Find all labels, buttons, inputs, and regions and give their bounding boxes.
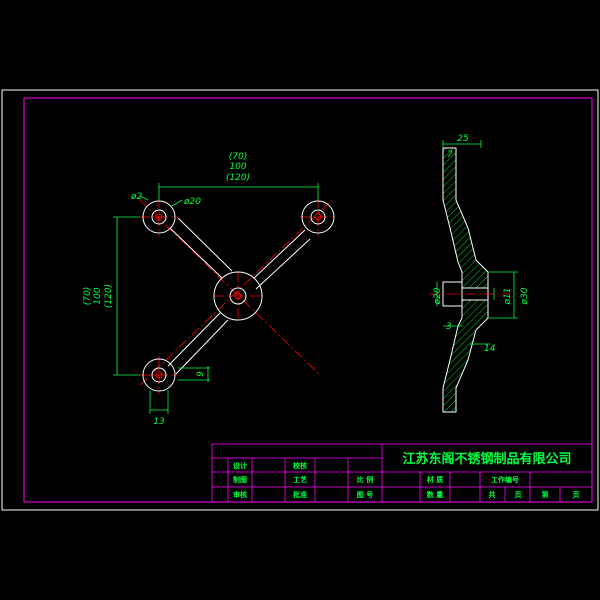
dim-vertical-line1: (70) [83,287,93,305]
spider-arms [167,217,311,375]
dim-bore: ø20 [433,287,443,305]
tb-r2-c7: 材 质 [426,475,443,484]
tb-r2-c5: 比 例 [357,475,373,484]
tb-r3-c1: 审核 [233,490,247,499]
dim-horizontal-line2: 100 [229,162,246,172]
tb-r3-c9: 共 [489,490,496,499]
tb-r3-c11: 第 [542,490,549,499]
front-view: (70) 100 (120) (70) 100 (120) ø2 ø20 9 1… [83,152,336,427]
dim-vertical-line3: (120) [104,284,114,308]
tb-r2-c3: 工艺 [293,475,307,484]
dim-horizontal-line3: (120) [226,173,250,183]
boss-top-right [301,200,335,234]
dim-step: 3 [446,322,452,332]
tb-r3-c10: 页 [515,491,522,499]
tb-r3-c12: 页 [573,491,580,499]
front-dimensions [113,183,319,414]
dim-flange: ø30 [520,287,530,305]
tb-r3-c5: 图 号 [357,490,373,499]
dim-boss: 13 [153,417,165,427]
side-view: 25 7 ø20 ø11 ø30 3 14 [430,134,530,413]
boss-top-left [142,200,176,234]
side-dimensions [436,140,518,345]
side-section-hatched [442,147,489,413]
dim-horizontal-line1: (70) [229,152,247,162]
company-name: 江苏东阁不锈钢制品有限公司 [402,451,571,467]
tb-r1-c1: 设计 [233,461,247,470]
tb-r2-c1: 制图 [233,475,247,484]
dim-shaft: ø11 [503,288,513,306]
dim-arm-width: 9 [196,371,206,377]
outer-border [1,89,599,511]
boss-bottom-left [142,358,176,392]
title-block: 江苏东阁不锈钢制品有限公司 设计 校核 制图 工艺 比 例 材 质 工作编号 审… [211,443,593,503]
dim-top-small: 7 [447,150,453,160]
dim-hole: ø20 [183,197,201,207]
tb-r3-c7: 数 量 [427,490,443,499]
dim-thickness: 25 [457,134,469,144]
center-hub [213,271,263,321]
dim-small-hole: ø2 [130,192,143,202]
tb-r2-c9: 工作编号 [491,475,519,484]
tb-r1-c3: 校核 [293,461,307,470]
dim-vertical-line2: 100 [93,287,103,304]
tb-r3-c3: 批准 [293,490,307,499]
dim-bottom: 14 [484,344,496,354]
